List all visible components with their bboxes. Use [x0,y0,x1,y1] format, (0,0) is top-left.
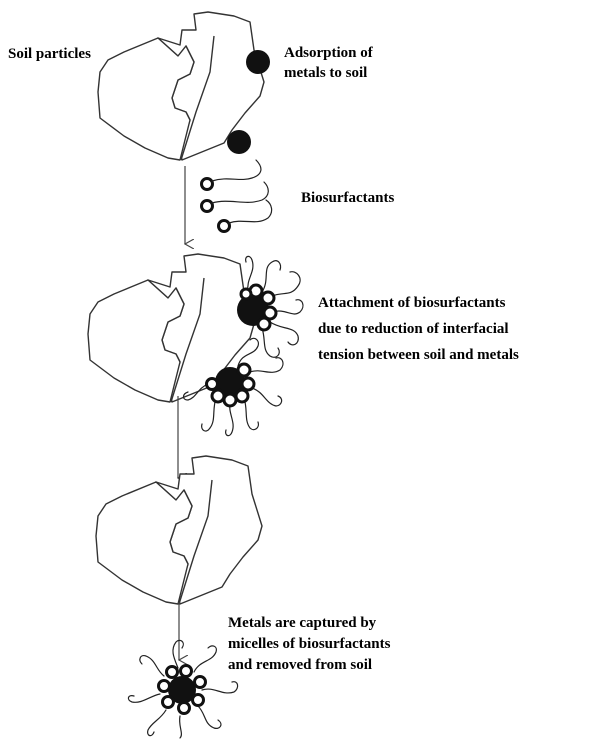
captured-label-line1: Metals are captured by [228,615,377,631]
free-micelle-with-metal [128,640,237,738]
biosurfactant-molecules [202,160,272,232]
adsorbed-metal-top [246,50,270,74]
stage3-soil-particle [96,456,262,604]
attachment-label-line3: tension between soil and metals [318,347,519,363]
captured-label-line3: and removed from soil [228,657,372,673]
attachment-label-line2: due to reduction of interfacial [318,321,509,337]
adsorption-label-line2: metals to soil [284,65,367,81]
adsorption-label-line1: Adsorption of [284,45,374,61]
attachment-label-line1: Attachment of biosurfactants [318,295,506,311]
biosurfactants-label: Biosurfactants [301,190,394,206]
captured-label-line2: micelles of biosurfactants [228,636,391,652]
soil-particles-label: Soil particles [8,46,91,62]
adsorbed-metal-bottom [227,130,251,154]
